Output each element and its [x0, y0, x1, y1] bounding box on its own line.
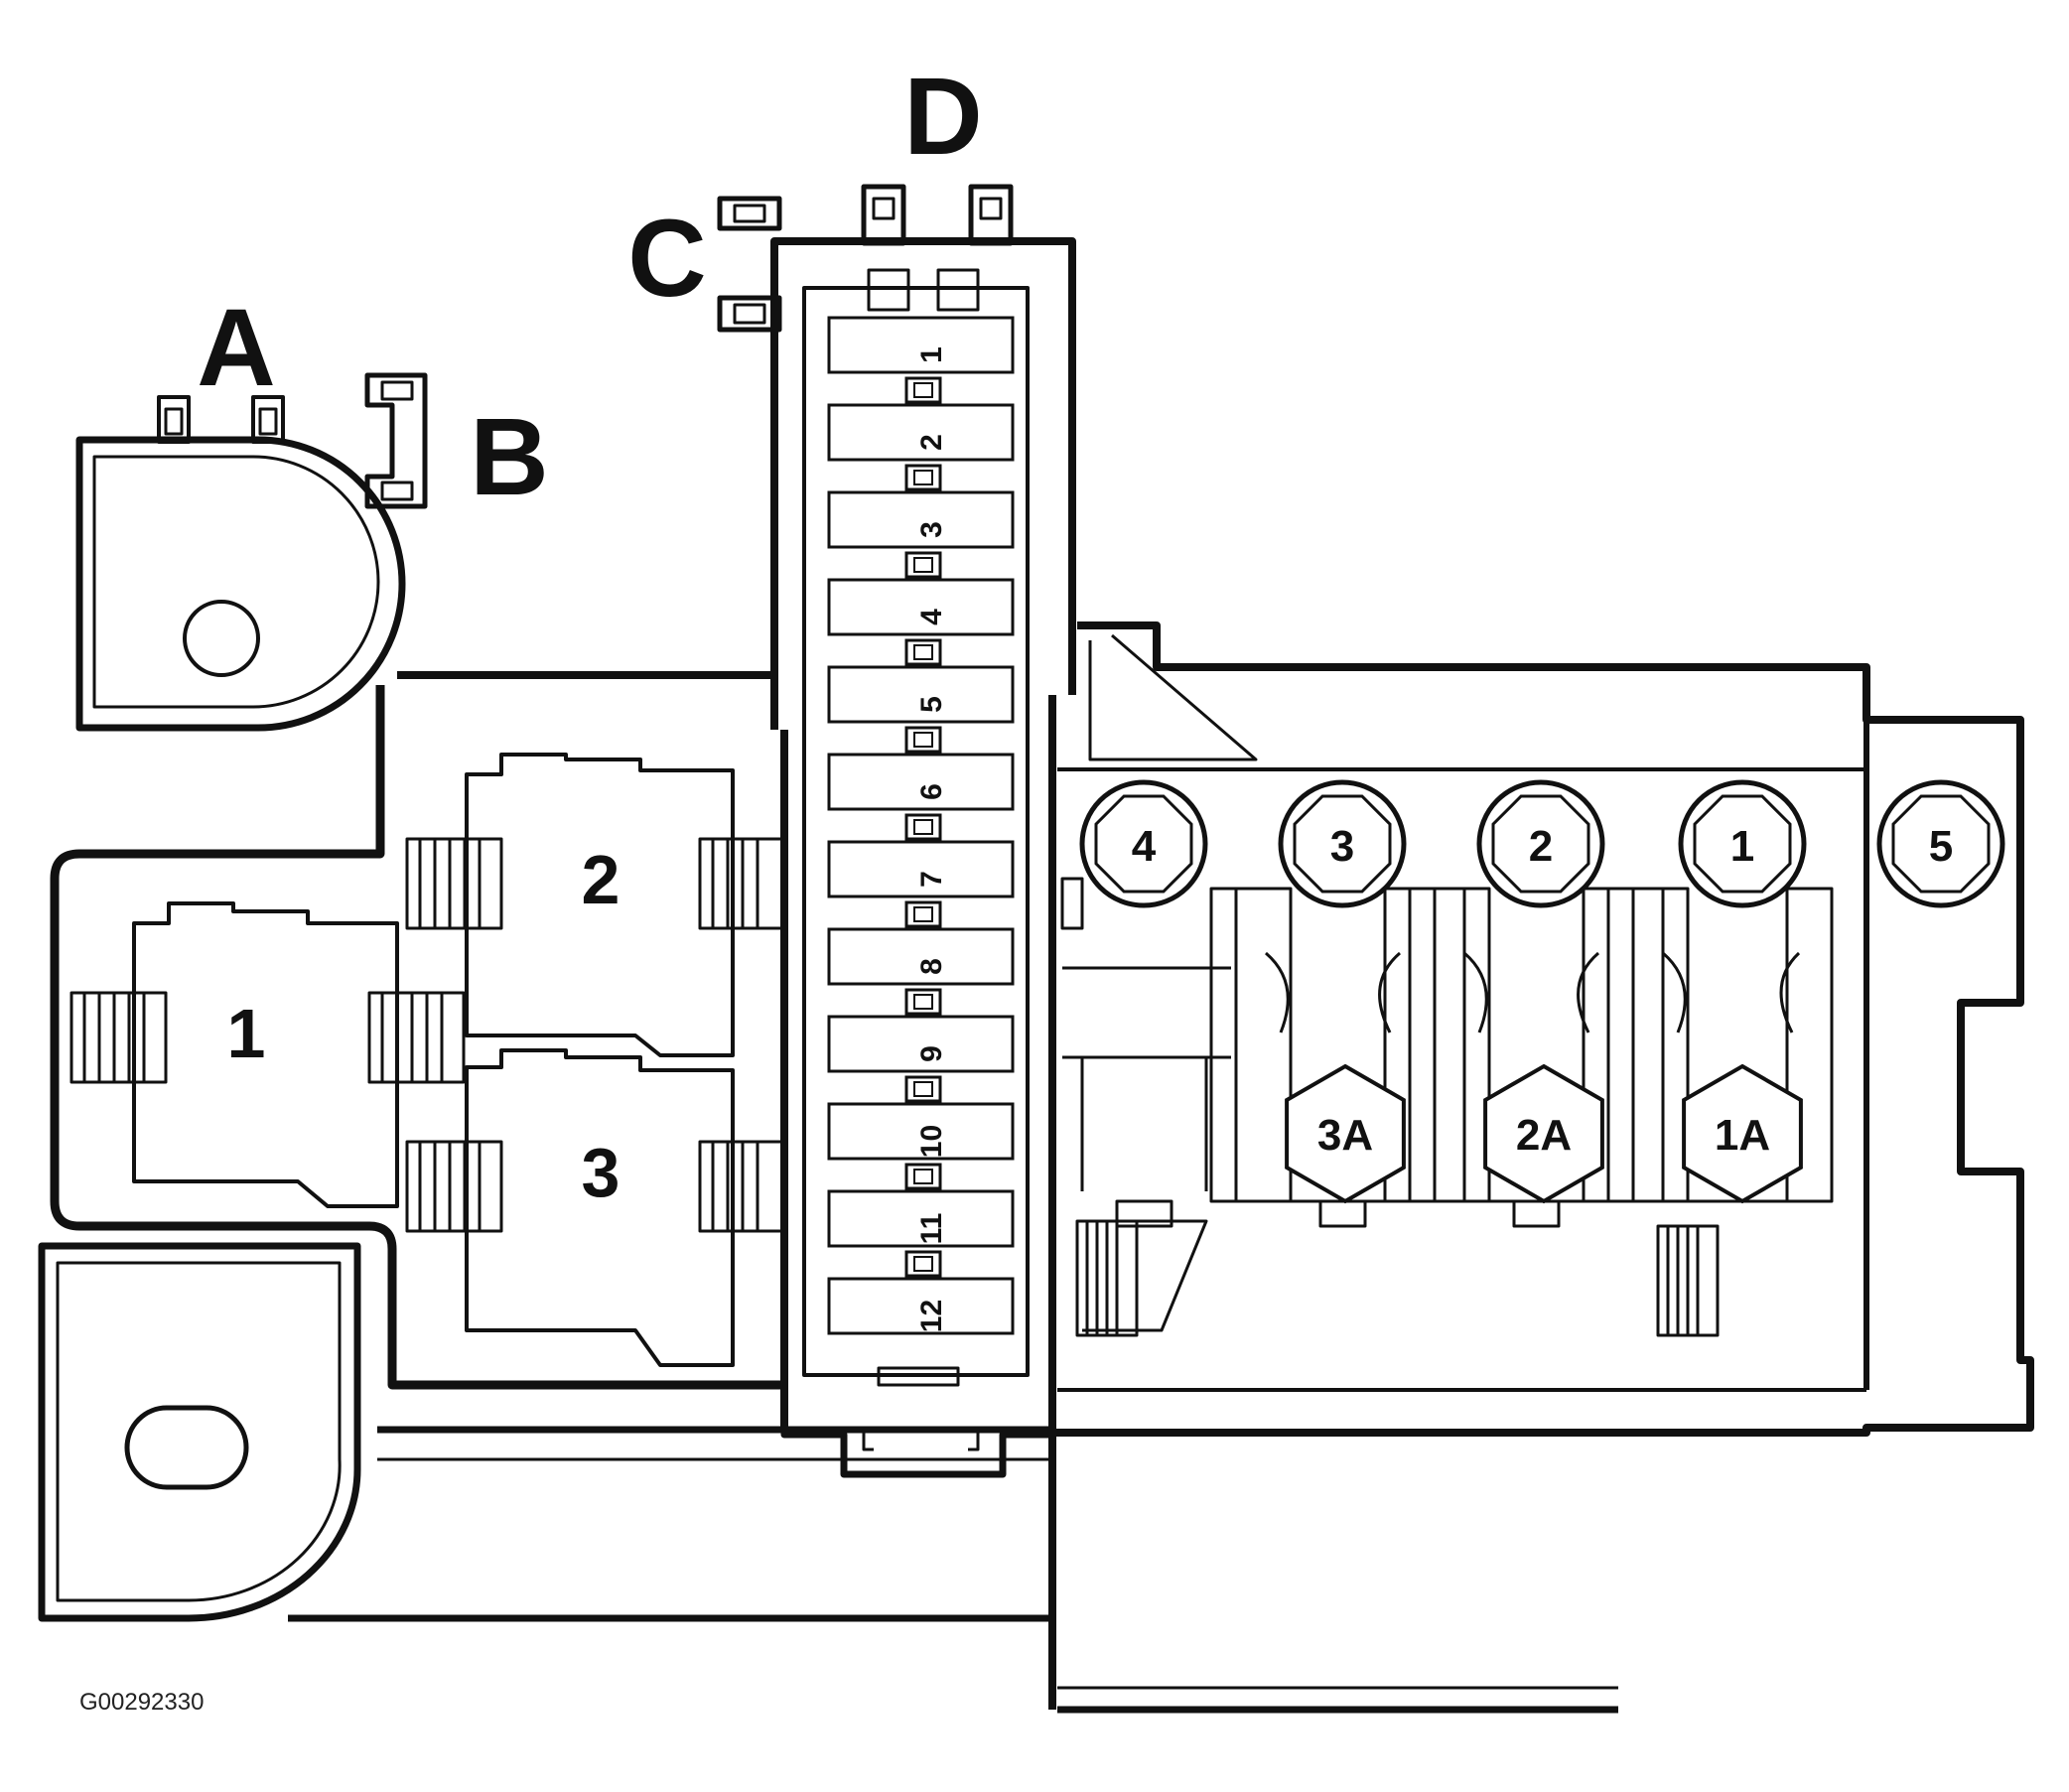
- connector-label-a: A: [197, 287, 275, 409]
- connector-label-b: B: [470, 396, 548, 518]
- fuse-slot-number: 11: [915, 1213, 948, 1245]
- housing-left-bay: [50, 685, 784, 1390]
- maxi-fuse-label: 4: [1132, 822, 1157, 871]
- hex-fuses: 3A 2A 1A: [1285, 1063, 1803, 1204]
- fuse-slot-4: 4: [827, 578, 1015, 666]
- fuse-slot-number: 12: [915, 1300, 948, 1332]
- fuse-slot-number: 8: [915, 958, 948, 975]
- fuse-slot-1: 1: [827, 316, 1015, 404]
- relay-socket-1: [69, 901, 466, 1208]
- fuse-slot-2: 2: [827, 403, 1015, 491]
- hex-fuse-label: 2A: [1516, 1111, 1572, 1160]
- connector-c-clips: [717, 196, 782, 333]
- hex-fuse-label: 1A: [1715, 1111, 1770, 1160]
- maxi-fuse-3: 3: [1278, 779, 1407, 908]
- maxi-fuses: 4 3 2 1 5: [1079, 779, 2005, 908]
- fuse-slot-number: 5: [915, 696, 948, 713]
- fuse-slot-number: 7: [915, 871, 948, 888]
- figure-id: G00292330: [79, 1689, 204, 1716]
- hex-fuse-3a: 3A: [1285, 1063, 1406, 1204]
- hex-fuse-2a: 2A: [1483, 1063, 1604, 1204]
- fuse-strip-housing: [770, 237, 1076, 1710]
- hex-fuse-1a: 1A: [1682, 1063, 1803, 1204]
- fuse-slot-5: 5: [827, 665, 1015, 754]
- fuse-slot-11: 11: [827, 1189, 1015, 1278]
- maxi-fuse-label: 2: [1529, 822, 1553, 871]
- fuse-slot-10: 10: [827, 1102, 1015, 1190]
- connector-a-housing: [75, 395, 406, 732]
- fuse-slot-12: 12: [827, 1277, 1015, 1335]
- fuse-slot-7: 7: [827, 840, 1015, 928]
- hex-fuse-label: 3A: [1317, 1111, 1373, 1160]
- maxi-fuse-label: 3: [1330, 822, 1354, 871]
- fuse-slot-number: 9: [915, 1045, 948, 1062]
- fuse-slot-8: 8: [827, 927, 1015, 1016]
- maxi-fuse-block: [1052, 621, 2034, 1714]
- fuse-slot-number: 10: [915, 1125, 948, 1158]
- fuse-slot-3: 3: [827, 490, 1015, 579]
- relay-label-3: 3: [582, 1134, 621, 1211]
- fuse-slot-number: 1: [915, 346, 948, 363]
- maxi-fuse-5: 5: [1876, 779, 2005, 908]
- connector-d-clips: [861, 184, 1014, 246]
- connector-label-c: C: [627, 198, 706, 320]
- maxi-fuse-label: 5: [1929, 822, 1953, 871]
- bottom-mount: [38, 1242, 1052, 1622]
- maxi-fuse-label: 1: [1730, 822, 1754, 871]
- relay-label-2: 2: [582, 841, 621, 918]
- connector-label-d: D: [903, 56, 982, 178]
- maxi-fuse-2: 2: [1476, 779, 1605, 908]
- fuse-slot-number: 3: [915, 521, 948, 538]
- relay-label-1: 1: [227, 995, 266, 1072]
- fuse-slot-number: 4: [915, 609, 948, 625]
- fuse-slot-number: 6: [915, 783, 948, 800]
- fuse-slot-9: 9: [827, 1015, 1015, 1103]
- fuse-slot-6: 6: [827, 753, 1015, 841]
- connector-b-clip: [364, 372, 428, 509]
- housing-top-edge: [397, 671, 778, 730]
- maxi-fuse-4: 4: [1079, 779, 1208, 908]
- fuse-slot-number: 2: [915, 434, 948, 451]
- maxi-fuse-1: 1: [1678, 779, 1807, 908]
